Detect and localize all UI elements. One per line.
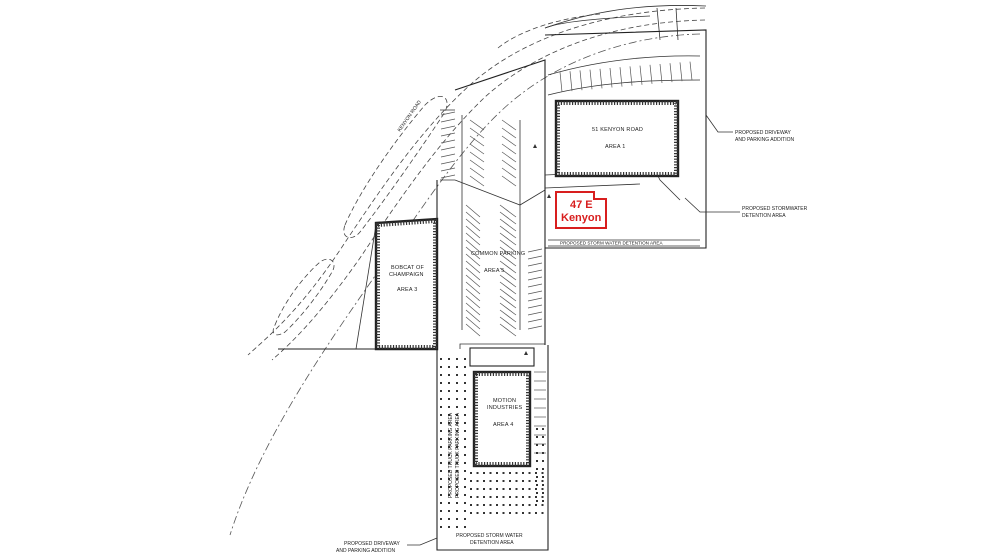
area1-area: AREA 1 — [605, 144, 625, 150]
highlight-line2: Kenyon — [561, 212, 602, 224]
parcel-outlines — [278, 15, 707, 551]
highlight-47-e-kenyon: 47 E Kenyon — [555, 191, 607, 229]
labels: KENYON ROAD 51 KENYON ROAD AREA 1 BOBCAT… — [336, 99, 808, 554]
area3-name-line1: BOBCAT OF — [391, 265, 425, 271]
note-driveway-sw-2: AND PARKING ADDITION — [336, 548, 395, 554]
leader-lines — [407, 114, 740, 546]
parking-stalls — [440, 55, 701, 454]
building-area4 — [472, 370, 532, 468]
note-driveway-sw-1: PROPOSED DRIVEWAY — [344, 541, 401, 547]
area3-area: AREA 3 — [397, 287, 417, 293]
note-driveway-ne-2: AND PARKING ADDITION — [735, 137, 794, 143]
buildings — [374, 99, 680, 468]
area3-name-line2: CHAMPAIGN — [389, 272, 424, 278]
area4-name-line1: MOTION — [493, 398, 516, 404]
storm-strip — [548, 239, 700, 247]
kenyon-road — [229, 5, 707, 536]
area1-name: 51 KENYON ROAD — [592, 127, 643, 133]
truck-parking-dots — [440, 358, 544, 528]
building-area3 — [374, 217, 439, 351]
area4-area: AREA 4 — [493, 422, 513, 428]
note-storm-strip: PROPOSED STORM WATER DETENTION AREA — [560, 241, 663, 246]
note-storm-s-2: DETENTION AREA — [470, 540, 514, 546]
note-storm-e-1: PROPOSED STORMWATER — [742, 206, 808, 212]
note-storm-e-2: DETENTION AREA — [742, 213, 786, 219]
note-storm-s-1: PROPOSED STORM WATER — [456, 533, 523, 539]
highlight-line1: 47 E — [570, 199, 593, 211]
building-area1 — [554, 99, 680, 178]
area4-name-line2: INDUSTRIES — [487, 405, 522, 411]
arrows — [524, 144, 551, 355]
note-vertical-2: PROPOSED TRUCK PARKING AREA — [455, 412, 461, 498]
note-vertical-1: PROPOSED TRUCK PARKING AREA — [448, 412, 454, 498]
note-driveway-ne-1: PROPOSED DRIVEWAY — [735, 130, 792, 136]
area5-name: COMMON PARKING — [471, 251, 525, 257]
road-label: KENYON ROAD — [397, 99, 423, 133]
area5-area: AREA 5 — [484, 268, 504, 274]
